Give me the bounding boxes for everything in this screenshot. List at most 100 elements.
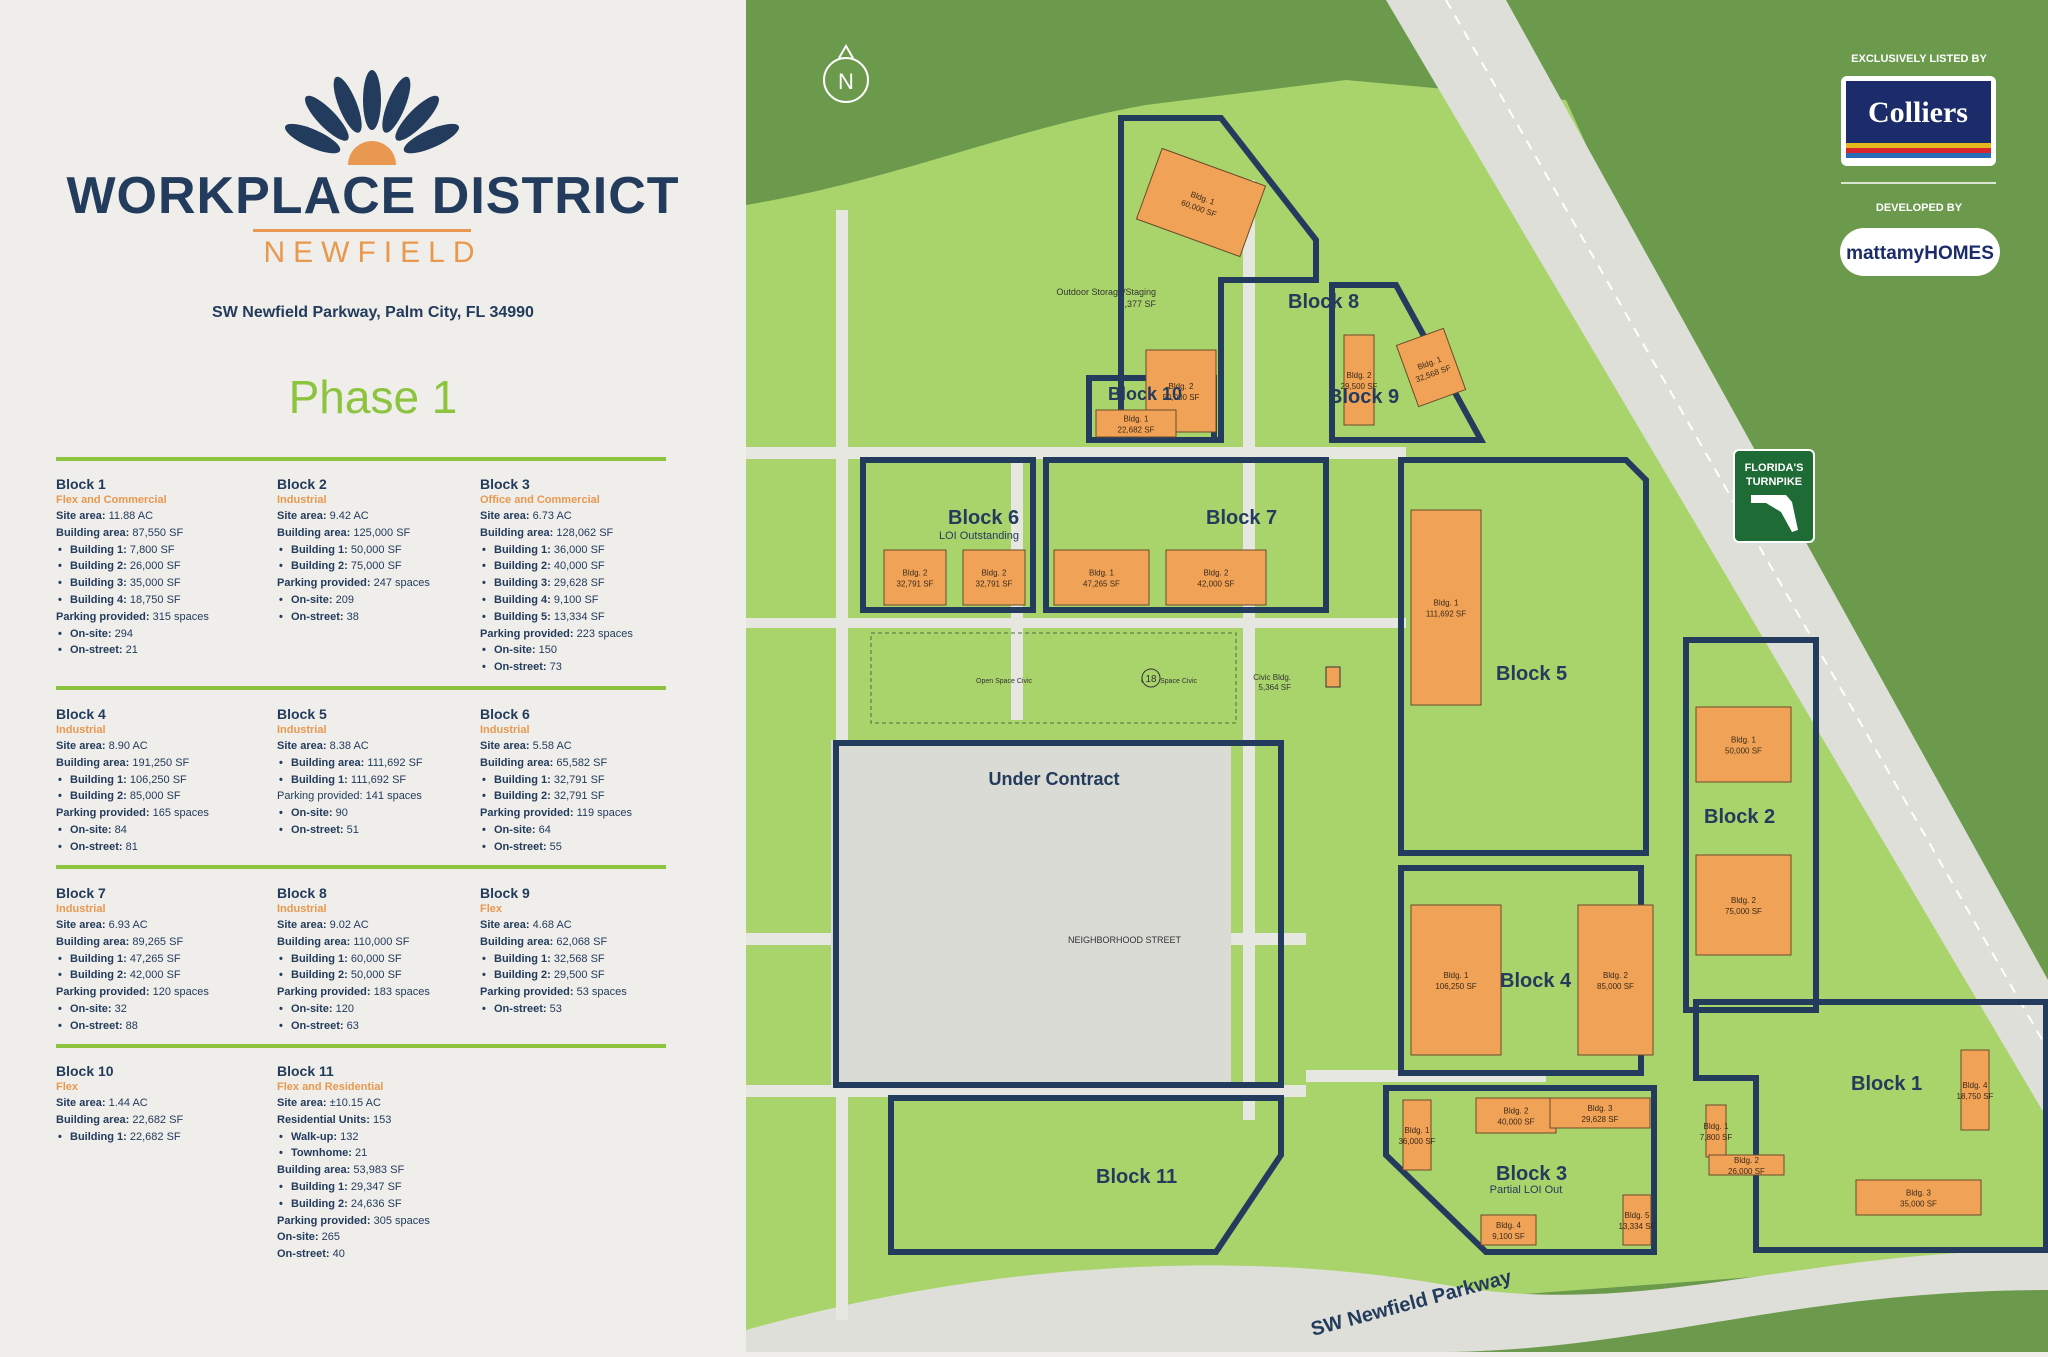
building-area: 29,628 SF	[1582, 1115, 1619, 1124]
block-stat-key: On-site:	[291, 807, 333, 820]
block-stat-value: 209	[335, 593, 354, 606]
building-footprint	[883, 549, 947, 606]
block-stat-value: 7,800 SF	[129, 543, 175, 556]
block-stat-key: Parking provided:	[480, 807, 574, 820]
block-stat-key: Building area:	[291, 756, 365, 769]
building: Bldg. 513,334 SF	[1619, 1194, 1656, 1246]
building-area: 13,334 SF	[1619, 1222, 1656, 1231]
building-area: 9,100 SF	[1492, 1232, 1525, 1241]
building: Bldg. 2 85,000 SF	[1577, 904, 1654, 1056]
block-stat-value: 75,000 SF	[350, 560, 402, 573]
block-stat-value: 32,791 SF	[553, 773, 605, 786]
block-label-b10: Block 10	[1108, 384, 1182, 404]
divider	[56, 865, 666, 869]
block-stat-key: On-site:	[70, 1002, 112, 1015]
block-stat-value: 87,550 SF	[132, 526, 184, 539]
block-stat-value: 8.90 AC	[108, 740, 148, 752]
building-area: 22,682 SF	[1118, 426, 1155, 435]
building: Bldg. 147,265 SF	[1053, 549, 1150, 606]
block-stat: On-site: 150	[480, 642, 675, 659]
block-title: Block 8	[277, 885, 327, 901]
building-footprint	[1695, 854, 1792, 956]
block-stat-value: 183 spaces	[373, 986, 430, 999]
block-stat-value: 29,347 SF	[350, 1180, 402, 1193]
block-label-b9: Block 9	[1328, 386, 1399, 408]
block-type: Flex	[480, 903, 503, 915]
turnpike-label: TURNPIKE	[1746, 476, 1802, 488]
block-stat: Parking provided: 53 spaces	[480, 984, 675, 1001]
block-stat-key: On-street:	[291, 823, 344, 836]
building: Bldg. 242,000 SF	[1165, 549, 1267, 606]
block-stat-key: Site area:	[277, 919, 327, 931]
building-label: Bldg. 2	[1603, 971, 1628, 980]
block-stat: Parking provided: 120 spaces	[56, 984, 251, 1001]
block-stat-key: Parking provided:	[277, 1214, 371, 1227]
block-stat-value: 42,000 SF	[129, 969, 181, 982]
sw-newfield-parkway-road	[746, 1250, 2048, 1352]
block-stat-key: Site area:	[56, 919, 106, 931]
block-stat-value: 265	[321, 1231, 340, 1244]
block-stat-value: 60,000 SF	[350, 952, 402, 965]
building: Bldg. 229,500 SF	[1341, 334, 1378, 426]
block-stat-value: 18,750 SF	[129, 593, 181, 606]
divider	[56, 686, 666, 690]
block-stat-value: 36,000 SF	[553, 543, 605, 556]
block-stat: Building 1: 106,250 SF	[56, 772, 251, 789]
building-area: 32,791 SF	[976, 580, 1013, 589]
block-stat-value: 294	[114, 627, 133, 640]
block-stat: Building 2: 24,636 SF	[277, 1196, 472, 1213]
block-stat-value: Parking provided: 141 spaces	[277, 790, 422, 803]
block-stat-key: Building area:	[277, 1164, 351, 1177]
building-label: Bldg. 1	[1434, 599, 1459, 608]
block-stat: Walk-up: 132	[277, 1129, 472, 1146]
block-stat-key: Building 5:	[494, 610, 551, 623]
building: Bldg. 1 111,692 SF	[1410, 509, 1482, 706]
block-stat-value: 106,250 SF	[129, 773, 187, 786]
block-stat-value: 9.02 AC	[329, 919, 369, 931]
block-stat: Site area: 6.73 AC	[480, 508, 675, 525]
block-stat: Building 1: 7,800 SF	[56, 542, 251, 559]
building-footprint	[1410, 904, 1502, 1056]
building-label: Bldg. 1	[1731, 736, 1756, 745]
open-space-civic	[870, 632, 1237, 724]
block-stat-key: Site area:	[56, 1097, 106, 1109]
building-footprint	[1708, 1154, 1785, 1176]
block-stat-value: 73	[549, 661, 562, 674]
block-stat: Building 2: 85,000 SF	[56, 788, 251, 805]
block-stat-key: Building area:	[277, 935, 351, 948]
mattamy-wordmark: mattamyHOMES	[1846, 243, 1994, 264]
block-label-b8: Block 8	[1288, 291, 1359, 313]
block-stat-key: On-site:	[70, 823, 112, 836]
block-stat-value: 132	[340, 1130, 359, 1143]
block-stat-value: 64	[538, 823, 551, 836]
block-stat: On-street: 63	[277, 1018, 472, 1035]
block-stat: Building 1: 50,000 SF	[277, 542, 472, 559]
block-title: Block 4	[56, 706, 106, 722]
block-stat: Parking provided: 223 spaces	[480, 626, 675, 643]
block-stat-key: Building 2:	[70, 969, 127, 982]
site-plan-map: Open Space Civic Open Space Civic 18 Civ…	[746, 0, 2048, 1352]
block-stat: Parking provided: 183 spaces	[277, 984, 472, 1001]
building-area: 85,000 SF	[1597, 982, 1634, 991]
building-area: 7,800 SF	[1700, 1133, 1733, 1142]
building-label: Bldg. 1	[1704, 1122, 1729, 1131]
building-label: Bldg. 1	[1444, 971, 1469, 980]
block-stat-key: Building area:	[56, 1113, 130, 1126]
block-stat-key: On-street:	[494, 661, 547, 674]
block-stat-key: Building 1:	[291, 952, 348, 965]
florida-turnpike-road	[1386, 0, 2048, 1120]
block-title: Block 11	[277, 1063, 334, 1079]
block-stat: Building area: 22,682 SF	[56, 1112, 251, 1129]
block-stat-key: Townhome:	[291, 1147, 352, 1160]
building-label: Bldg. 1	[1405, 1126, 1430, 1135]
open-space-label: Open Space Civic	[976, 678, 1033, 685]
block-type: Industrial	[480, 724, 530, 736]
block-stat-value: 119 spaces	[576, 807, 633, 820]
block-stat-value: 40,000 SF	[553, 560, 605, 573]
block-stat-value: 51	[346, 823, 359, 836]
block-stat-key: On-street:	[70, 644, 123, 657]
building-area: 111,692 SF	[1426, 610, 1466, 619]
block-stat-key: Parking provided:	[480, 627, 574, 640]
building-footprint	[1402, 1099, 1432, 1171]
